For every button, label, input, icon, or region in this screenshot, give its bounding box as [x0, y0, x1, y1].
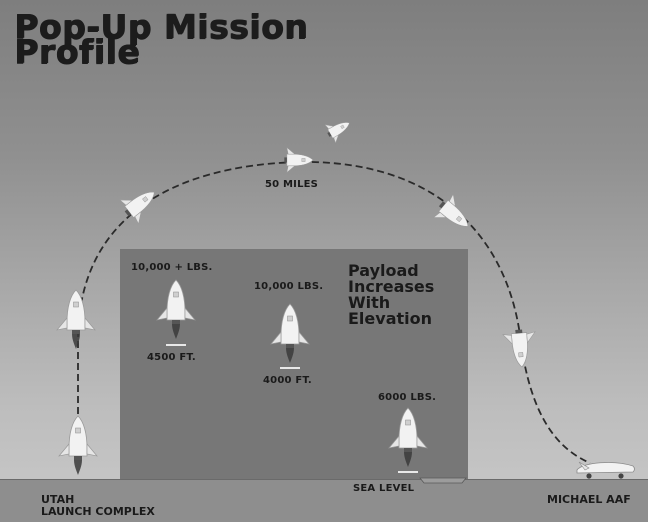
ground-band: [0, 479, 648, 522]
landing-vehicle-icon: [576, 461, 635, 479]
launch-platform: [419, 477, 467, 484]
headline-line: With: [348, 293, 391, 312]
site-3-elevation-label: SEA LEVEL: [353, 483, 415, 494]
trajectory-vehicle-icon: [322, 113, 355, 145]
site-1-payload-label: 10,000 + LBS.: [131, 262, 213, 273]
headline-line: Increases: [348, 277, 435, 296]
title-line-1: Pop-Up Mission: [14, 7, 308, 46]
page-title: Pop-Up Mission Profile: [14, 7, 308, 71]
trajectory-arc: [77, 161, 591, 464]
trajectory-vehicle-icon: [116, 179, 165, 227]
trajectory-vehicle-icon: [283, 147, 314, 173]
trajectory-vehicle-icon: [430, 191, 479, 239]
exhaust-flame-icon: [74, 460, 82, 475]
trajectory-vehicle-icon: [502, 327, 539, 369]
title-line-2: Profile: [14, 32, 140, 71]
site-3-payload-label: 6000 LBS.: [378, 392, 437, 403]
site-2-payload-label: 10,000 LBS.: [254, 281, 324, 292]
trajectory-vehicle-icon: [56, 289, 96, 349]
landing-site-label: MICHAEL AAF: [547, 493, 631, 506]
launch-vehicle-icon: [58, 415, 98, 475]
site-2-elevation-label: 4000 FT.: [263, 375, 312, 386]
headline-line: Elevation: [348, 309, 433, 328]
launch-site-line-1: UTAH: [41, 493, 75, 506]
apex-altitude-label: 50 MILES: [265, 179, 319, 190]
headline-line: Payload: [348, 261, 419, 280]
launch-site-label: UTAH LAUNCH COMPLEX: [41, 494, 155, 518]
payload-headline: Payload Increases With Elevation: [348, 263, 434, 327]
site-1-elevation-label: 4500 FT.: [147, 352, 196, 363]
launch-site-line-2: LAUNCH COMPLEX: [41, 505, 155, 518]
